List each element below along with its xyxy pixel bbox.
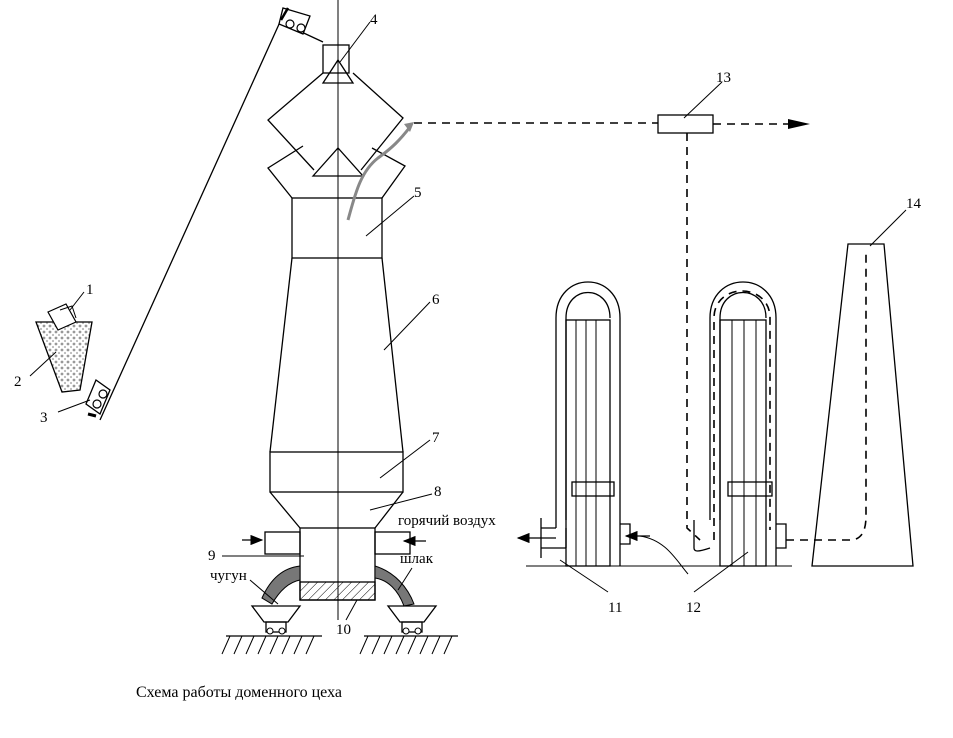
callout-leaders xyxy=(29,21,907,621)
skip-car-top xyxy=(278,7,311,35)
callout-9: 9 xyxy=(208,548,216,564)
skip-hoist xyxy=(85,7,324,421)
callout-13: 13 xyxy=(716,70,731,86)
slag-ladle xyxy=(374,565,438,635)
gas-pipe-down xyxy=(686,133,701,541)
label-hot-air: горячий воздух xyxy=(398,513,496,529)
blast-furnace xyxy=(242,0,426,620)
gas-flow-arrow xyxy=(346,126,412,221)
callout-1: 1 xyxy=(86,282,94,298)
hot-blast-stove-11 xyxy=(516,281,792,575)
chimney xyxy=(786,243,914,567)
callout-3: 3 xyxy=(40,410,48,426)
label-pig-iron: чугун xyxy=(210,568,247,584)
callout-11: 11 xyxy=(608,600,622,616)
callout-7: 7 xyxy=(432,430,440,446)
callout-10: 10 xyxy=(336,622,351,638)
callout-14: 14 xyxy=(906,196,922,212)
callout-4: 4 xyxy=(370,12,378,28)
callout-6: 6 xyxy=(432,292,440,308)
hot-blast-stove-12 xyxy=(693,281,787,567)
ground-rails xyxy=(221,635,458,655)
gas-cleaner xyxy=(657,114,714,134)
callout-5: 5 xyxy=(414,185,422,201)
callout-2: 2 xyxy=(14,374,22,390)
ore-bunker xyxy=(35,303,93,393)
callout-8: 8 xyxy=(434,484,442,500)
gas-flow-arrowhead xyxy=(404,122,414,132)
figure-caption: Схема работы доменного цеха xyxy=(136,684,342,701)
label-slag: шлак xyxy=(400,551,434,567)
skip-car-bottom xyxy=(85,378,111,418)
pig-iron-ladle xyxy=(250,565,302,635)
callout-12: 12 xyxy=(686,600,701,616)
